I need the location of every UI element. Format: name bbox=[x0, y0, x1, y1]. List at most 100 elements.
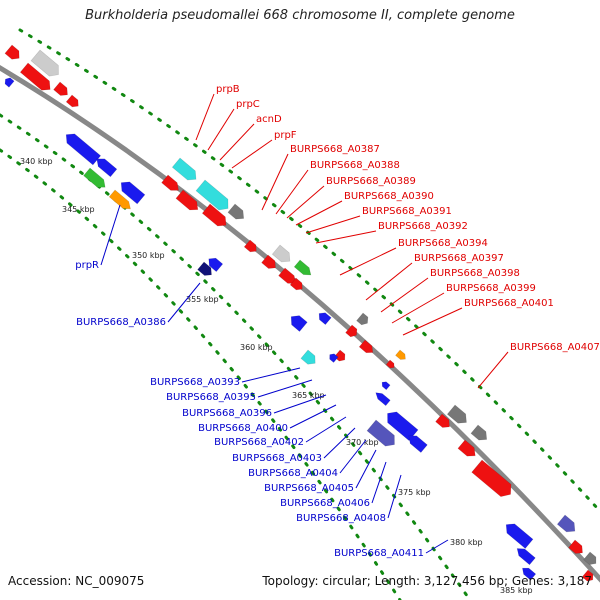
gene-feature-forward bbox=[457, 439, 476, 457]
leader-line bbox=[323, 427, 356, 459]
leader-line bbox=[371, 461, 387, 504]
leader-line bbox=[425, 539, 449, 554]
gene-label-prpC: prpC bbox=[236, 99, 260, 110]
gene-label-BURPS668_A0411: BURPS668_A0411 bbox=[334, 548, 424, 559]
leader-line bbox=[207, 108, 235, 151]
position-tick-label: 385 kbp bbox=[500, 586, 533, 595]
leader-line bbox=[380, 277, 429, 313]
gene-feature-forward bbox=[65, 94, 79, 108]
gene-label-BURPS668_A0406: BURPS668_A0406 bbox=[280, 498, 370, 509]
gene-label-BURPS668_A0396: BURPS668_A0396 bbox=[182, 408, 272, 419]
gene-label-BURPS668_A0388: BURPS668_A0388 bbox=[310, 160, 400, 171]
gene-label-BURPS668_A0387: BURPS668_A0387 bbox=[290, 144, 380, 155]
leader-line bbox=[365, 262, 413, 301]
gene-feature-lightgray bbox=[271, 244, 291, 263]
gene-feature-purple bbox=[556, 514, 576, 533]
gene-feature-reverse bbox=[408, 435, 428, 453]
leader-line bbox=[477, 351, 509, 389]
leader-line bbox=[257, 379, 313, 398]
leader-line bbox=[355, 449, 377, 489]
leader-line bbox=[273, 394, 327, 414]
gene-feature-forward bbox=[53, 81, 68, 96]
gene-feature-forward bbox=[201, 203, 227, 227]
gene-label-BURPS668_A0386: BURPS668_A0386 bbox=[76, 317, 166, 328]
gene-feature-reverse bbox=[4, 77, 15, 88]
leader-line bbox=[295, 200, 343, 226]
position-tick-label: 375 kbp bbox=[398, 488, 431, 497]
gene-feature-cyan bbox=[300, 349, 316, 365]
gene-label-BURPS668_A0393: BURPS668_A0393 bbox=[150, 377, 240, 388]
leader-line bbox=[391, 292, 445, 324]
gene-feature-forward bbox=[358, 339, 374, 354]
leader-line bbox=[402, 307, 463, 336]
gene-feature-forward bbox=[19, 62, 51, 91]
accession-label: Accession: NC_009075 bbox=[8, 574, 145, 588]
gene-feature-reverse bbox=[505, 523, 534, 549]
gene-feature-forward bbox=[289, 277, 303, 291]
gene-label-BURPS668_A0400: BURPS668_A0400 bbox=[198, 423, 288, 434]
gene-feature-gray bbox=[583, 551, 597, 565]
gene-label-acnD: acnD bbox=[256, 114, 282, 125]
gene-feature-forward bbox=[161, 174, 179, 191]
gene-label-BURPS668_A0392: BURPS668_A0392 bbox=[378, 221, 468, 232]
gene-label-BURPS668_A0391: BURPS668_A0391 bbox=[362, 206, 452, 217]
gene-feature-green bbox=[293, 259, 312, 276]
leader-line bbox=[289, 404, 337, 429]
gene-label-BURPS668_A0399: BURPS668_A0399 bbox=[446, 283, 536, 294]
gene-feature-forward bbox=[385, 359, 395, 369]
genome-summary-label: Topology: circular; Length: 3,127,456 bp… bbox=[262, 574, 592, 588]
gene-feature-gray bbox=[356, 312, 369, 326]
gene-label-BURPS668_A0405: BURPS668_A0405 bbox=[264, 483, 354, 494]
gene-label-BURPS668_A0397: BURPS668_A0397 bbox=[414, 253, 504, 264]
position-tick-label: 360 kbp bbox=[240, 343, 273, 352]
leader-line bbox=[387, 474, 402, 519]
position-tick-label: 350 kbp bbox=[132, 251, 165, 260]
gene-feature-reverse bbox=[65, 133, 102, 166]
gene-feature-navy bbox=[197, 261, 212, 276]
gene-feature-green bbox=[83, 167, 106, 188]
leader-line bbox=[339, 439, 367, 474]
gene-feature-reverse bbox=[381, 381, 391, 391]
gene-feature-orange bbox=[395, 349, 406, 360]
gene-feature-reverse bbox=[387, 411, 419, 442]
position-tick-label: 355 kbp bbox=[186, 295, 219, 304]
gene-label-BURPS668_A0394: BURPS668_A0394 bbox=[398, 238, 488, 249]
leader-line bbox=[167, 282, 201, 323]
gene-label-BURPS668_A0395: BURPS668_A0395 bbox=[166, 392, 256, 403]
gene-feature-reverse bbox=[516, 548, 536, 566]
position-tick-label: 380 kbp bbox=[450, 538, 483, 547]
leader-line bbox=[286, 185, 325, 219]
leader-line bbox=[195, 93, 215, 141]
gene-feature-reverse bbox=[318, 312, 332, 326]
gene-feature-reverse bbox=[120, 181, 146, 205]
gene-label-BURPS668_A0403: BURPS668_A0403 bbox=[232, 453, 322, 464]
gene-feature-gray bbox=[227, 203, 245, 220]
gene-label-prpR: prpR bbox=[75, 260, 99, 271]
gene-feature-reverse bbox=[208, 257, 224, 273]
gene-label-BURPS668_A0390: BURPS668_A0390 bbox=[344, 191, 434, 202]
gene-feature-reverse bbox=[522, 567, 537, 581]
gene-feature-forward bbox=[4, 44, 20, 60]
track-guide-line bbox=[18, 28, 600, 514]
gene-label-prpF: prpF bbox=[274, 130, 297, 141]
gene-feature-purple bbox=[366, 419, 395, 447]
gene-label-BURPS668_A0398: BURPS668_A0398 bbox=[430, 268, 520, 279]
leader-line bbox=[100, 204, 121, 266]
gene-feature-gray bbox=[446, 404, 467, 424]
gene-feature-cyan bbox=[195, 179, 229, 211]
leader-line bbox=[219, 123, 255, 161]
position-tick-label: 340 kbp bbox=[20, 157, 53, 166]
leader-line bbox=[305, 416, 347, 443]
position-tick-label: 345 kbp bbox=[62, 205, 95, 214]
gene-feature-forward bbox=[243, 239, 257, 253]
gene-feature-forward bbox=[345, 324, 358, 338]
position-tick-label: 370 kbp bbox=[346, 438, 379, 447]
gene-feature-reverse bbox=[96, 158, 118, 178]
track-guide-line bbox=[0, 148, 402, 600]
map-title: Burkholderia pseudomallei 668 chromosome… bbox=[85, 8, 515, 23]
gene-feature-forward bbox=[175, 189, 199, 211]
gene-label-BURPS668_A0404: BURPS668_A0404 bbox=[248, 468, 338, 479]
gene-label-BURPS668_A0389: BURPS668_A0389 bbox=[326, 176, 416, 187]
